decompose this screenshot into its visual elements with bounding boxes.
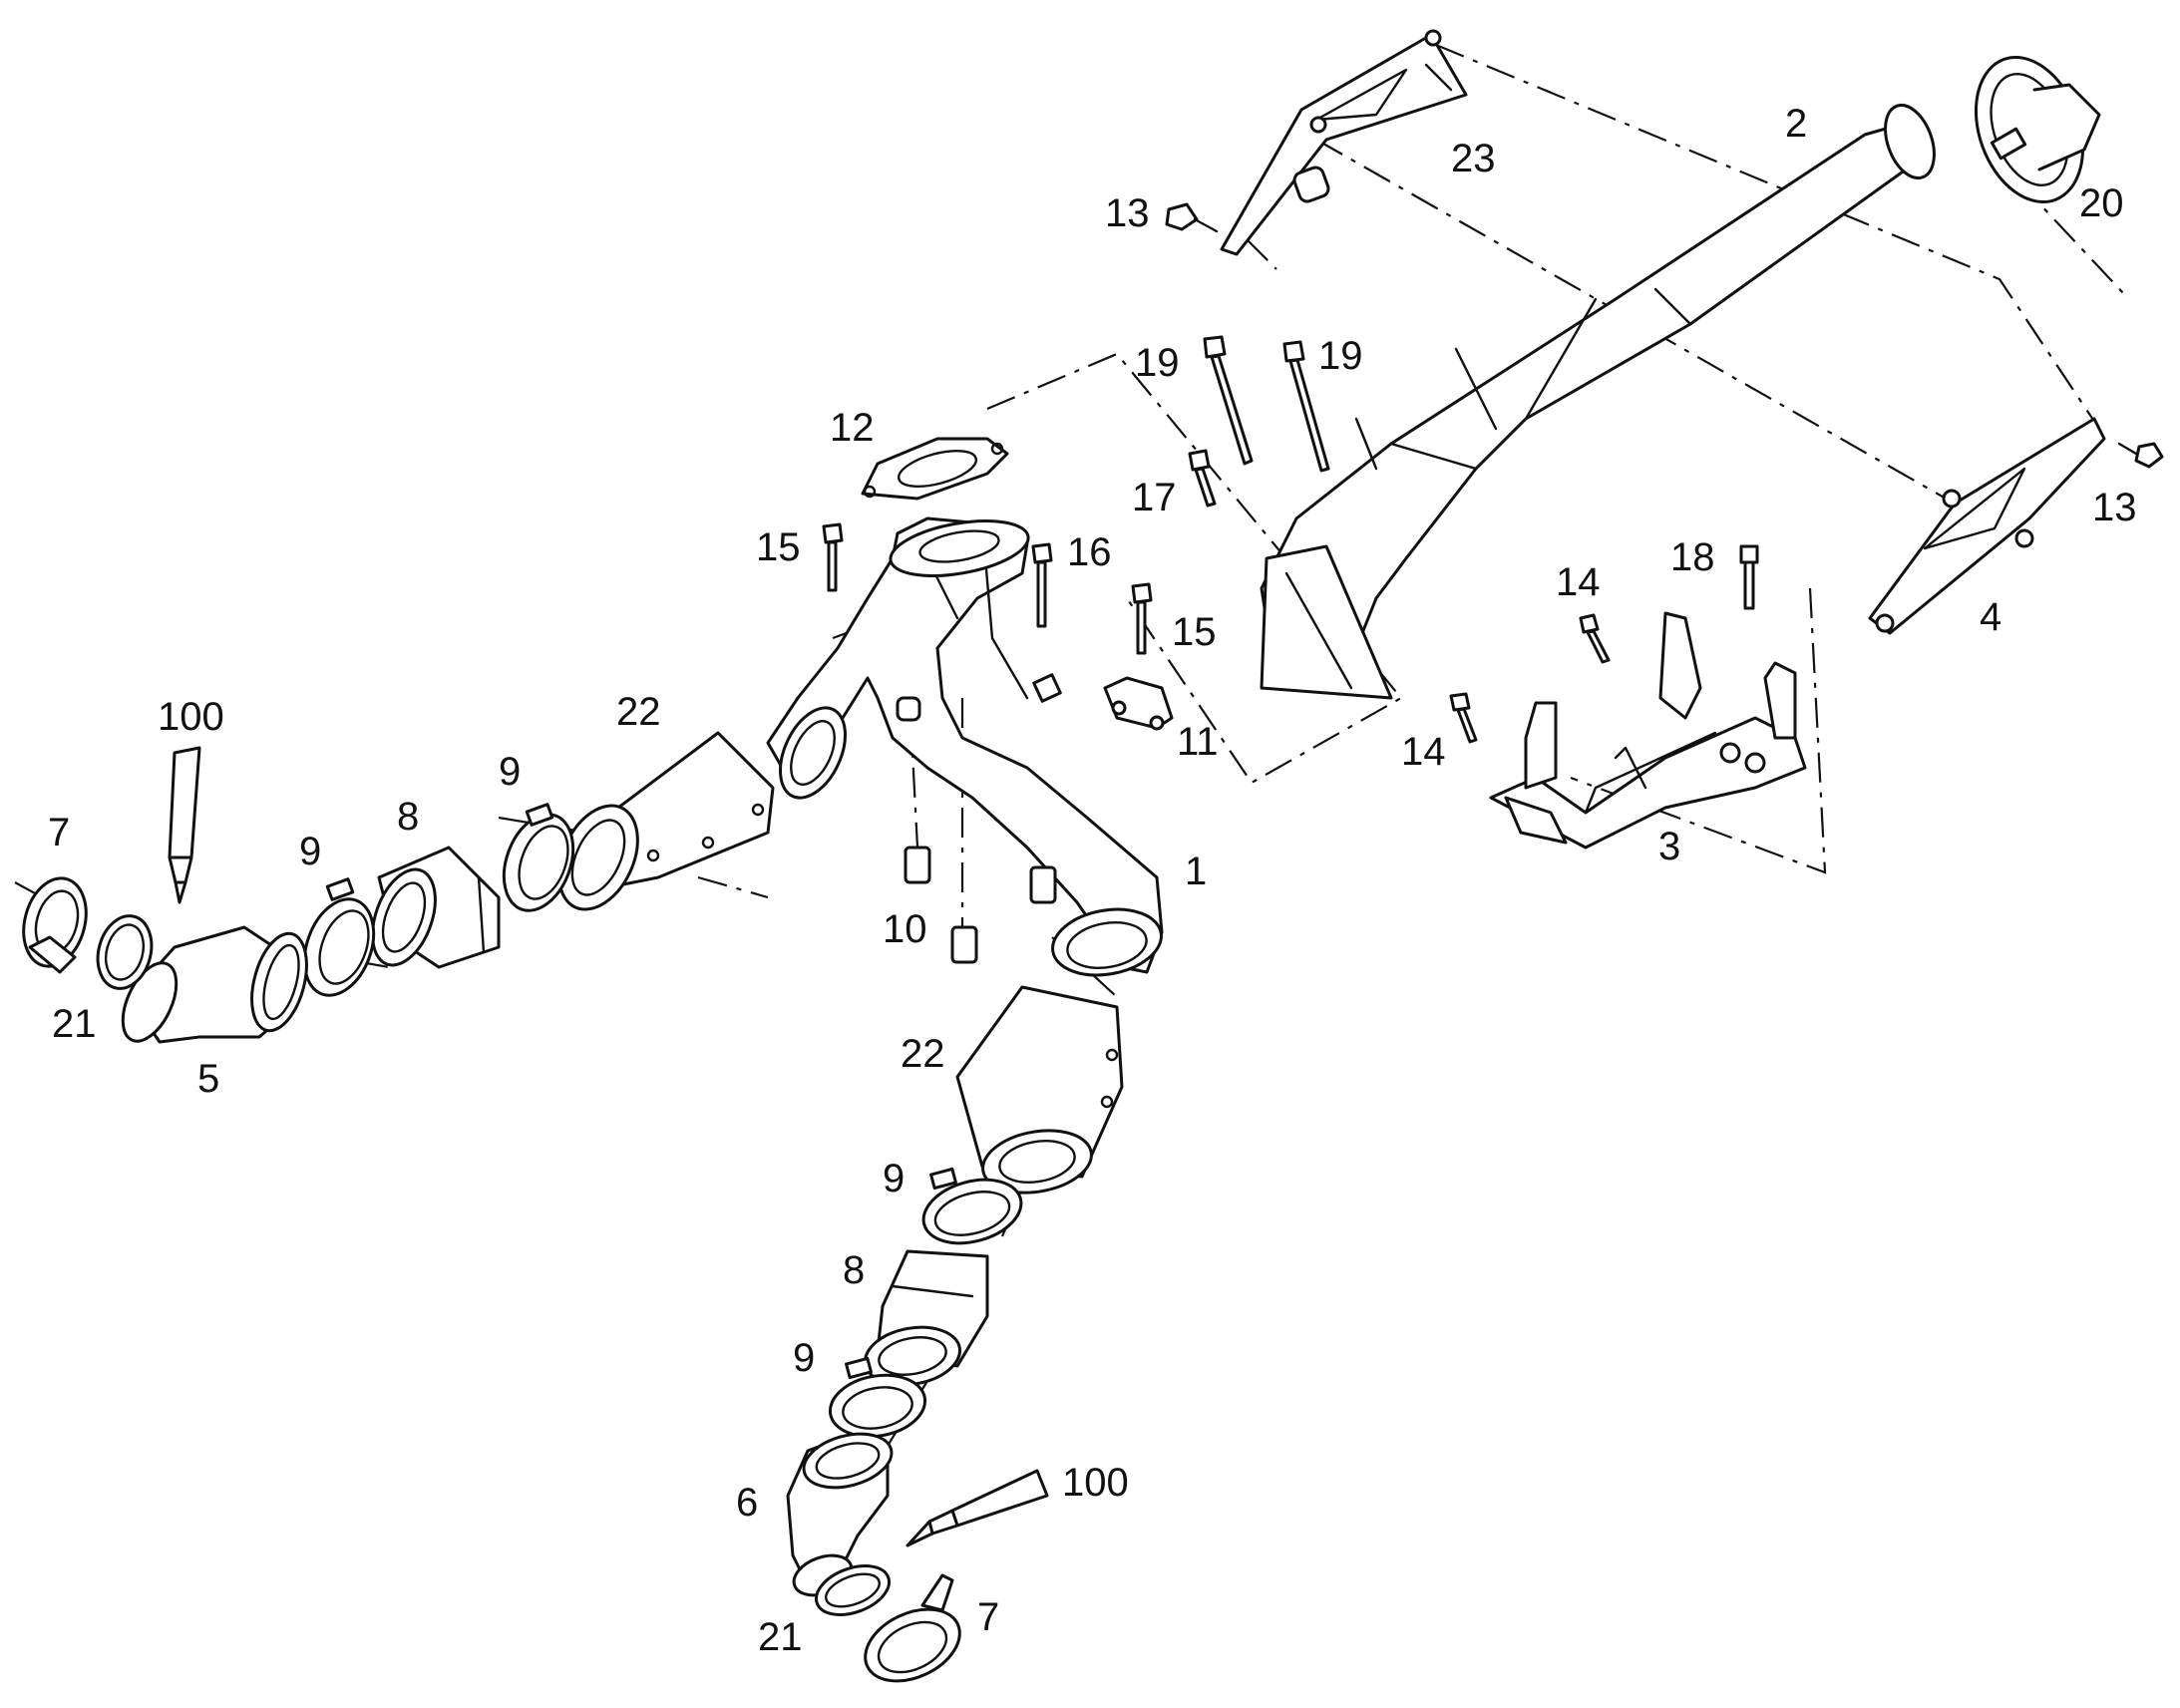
callout-15-left: 15 [756, 525, 801, 569]
part-17-bolt [1188, 449, 1217, 508]
part-23-upper-bracket [1220, 29, 1468, 256]
part-2-exhaust-pipe [1260, 104, 1936, 700]
callout-13-left: 13 [1105, 191, 1150, 235]
callout-15-right: 15 [1172, 610, 1217, 654]
callout-9-left-a: 9 [299, 830, 321, 873]
callout-13-right: 13 [2092, 486, 2137, 529]
part-19-long-bolts [1203, 335, 1330, 473]
callout-12: 12 [830, 406, 875, 450]
part-7-v-clamp-lower [864, 1573, 961, 1683]
callout-7-lower: 7 [977, 1595, 999, 1639]
part-100-sealant-tube-left [168, 746, 201, 904]
part-12-gasket [861, 437, 1009, 501]
callout-14-top: 14 [1556, 560, 1601, 604]
part-6-elbow-lower [786, 1432, 894, 1597]
callout-labels: 1 2 3 4 5 6 7 7 8 8 9 9 9 9 10 11 12 13 … [48, 102, 2137, 1659]
callout-9-lower-b: 9 [793, 1336, 815, 1380]
callout-22-upper: 22 [616, 690, 661, 734]
callout-17: 17 [1132, 476, 1177, 519]
part-10-spacers [904, 846, 1057, 964]
callout-8-lower: 8 [843, 1248, 865, 1292]
part-7-v-clamp-left [22, 876, 88, 974]
callout-8-left: 8 [397, 795, 419, 839]
part-3-mounting-bracket [1489, 611, 1807, 850]
callout-21-left: 21 [52, 1002, 97, 1046]
part-9-clamp-lower-a [921, 1167, 1023, 1245]
part-11-clip [1103, 676, 1174, 731]
callout-1: 1 [1185, 850, 1207, 893]
callout-9-lower-a: 9 [883, 1157, 905, 1200]
part-9-clamp-left-a [302, 877, 376, 997]
callout-2: 2 [1785, 102, 1807, 146]
callout-100-lower: 100 [1062, 1461, 1129, 1505]
part-22-heat-shield-lower [955, 985, 1124, 1195]
callout-19-right: 19 [1318, 334, 1363, 378]
part-21-o-ring-lower [815, 1564, 891, 1616]
callout-18: 18 [1670, 535, 1715, 579]
callout-19-left: 19 [1135, 341, 1180, 385]
callout-5: 5 [197, 1057, 219, 1101]
part-8-sleeve-lower [863, 1249, 989, 1387]
callout-4: 4 [1980, 595, 2001, 639]
assembly-leader-lines [14, 43, 2125, 1447]
part-22-heat-shield-upper [557, 731, 775, 911]
part-1-y-pipe [766, 516, 1164, 977]
callout-10: 10 [883, 907, 927, 951]
callout-22-lower: 22 [901, 1032, 945, 1076]
callout-3: 3 [1658, 825, 1680, 868]
callout-11: 11 [1177, 720, 1219, 764]
part-15-16-bolts [822, 522, 1153, 655]
callout-20: 20 [2079, 181, 2124, 225]
callout-21-lower: 21 [758, 1615, 803, 1659]
part-9-clamp-left-b [502, 803, 575, 912]
part-8-sleeve-left [371, 846, 501, 969]
part-100-sealant-tube-lower [906, 1469, 1049, 1547]
callout-14-left: 14 [1401, 730, 1446, 774]
part-5-elbow-left [121, 925, 308, 1044]
callout-9-left-b: 9 [499, 750, 521, 794]
part-13-bolts [1165, 202, 2164, 469]
callout-100-left: 100 [158, 695, 224, 739]
callout-7-left: 7 [48, 811, 70, 854]
part-9-clamp-lower-b [828, 1356, 927, 1439]
part-18-bolt [1739, 544, 1759, 610]
part-4-right-bracket [1868, 417, 2106, 635]
callout-16: 16 [1067, 530, 1112, 574]
callout-6: 6 [736, 1481, 758, 1525]
part-20-v-band-clamp [1974, 55, 2101, 204]
callout-23: 23 [1451, 137, 1496, 180]
part-21-o-ring-left [96, 914, 154, 990]
part-14-bolts [1449, 613, 1611, 744]
